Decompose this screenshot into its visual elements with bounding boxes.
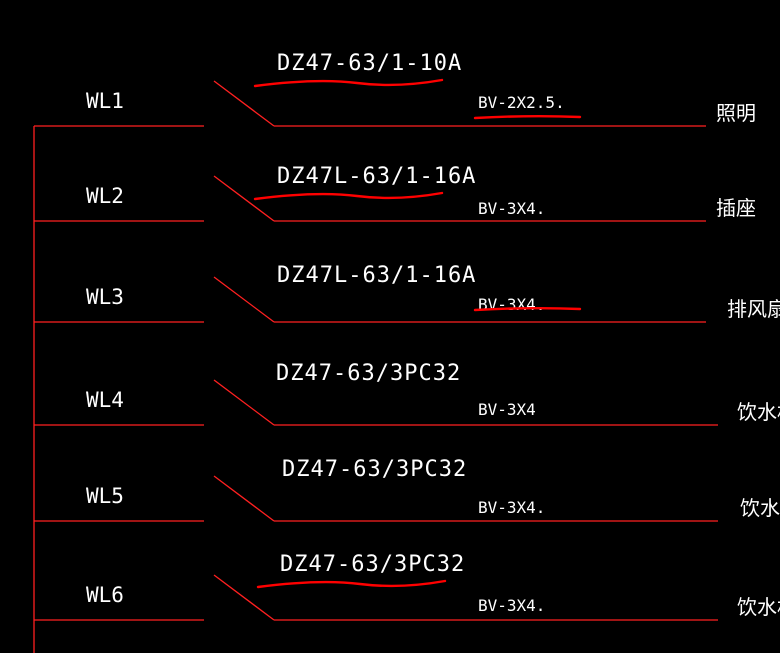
cable-spec-label: BV-2X2.5. [478,93,565,112]
markup-underline [256,579,447,589]
markup-underline [473,115,582,120]
breaker-spec-label: DZ47L-63/1-16A [277,164,476,189]
markup-underline [473,307,582,312]
cable-spec-label: BV-3X4 [478,400,536,419]
circuit-list: WL1DZ47-63/1-10ABV-2X2.5.照明WL2DZ47L-63/1… [34,51,780,621]
breaker-spec-label: DZ47-63/3PC32 [282,457,467,482]
breaker-contact [213,175,275,222]
cable-spec-label: BV-3X4. [478,596,545,615]
breaker-contact [213,80,275,127]
circuit-id-label: WL6 [86,583,124,607]
breaker-spec-label: DZ47-63/3PC32 [280,552,465,577]
load-name-label: 插座 [716,196,756,220]
load-name-label: 饮水机 [737,595,780,619]
cable-spec-label: BV-3X4. [478,199,545,218]
circuit-wl1: WL1 DZ47-63/1-10A BV-2X2.5. 照明 [34,51,756,127]
breaker-contact [213,276,275,323]
breaker-contact [213,379,275,426]
load-name-label: 排风扇 [727,297,780,321]
circuit-id-label: WL1 [86,89,124,113]
circuit-id-label: WL3 [86,285,124,309]
circuit-id-label: WL4 [86,388,124,412]
markup-underline [253,78,444,88]
load-name-label: 饮水机 [740,496,780,520]
markup-underline [253,191,444,201]
load-name-label: 照明 [716,101,756,125]
load-name-label: 饮水机 [737,400,780,424]
circuit-id-label: WL2 [86,184,124,208]
breaker-spec-label: DZ47-63/3PC32 [276,361,461,386]
circuit-id-label: WL5 [86,484,124,508]
breaker-contact [213,475,275,522]
breaker-spec-label: DZ47-63/1-10A [277,51,462,76]
cable-spec-label: BV-3X4. [478,295,545,314]
breaker-spec-label: DZ47L-63/1-16A [277,263,476,288]
breaker-contact [213,574,275,621]
cable-spec-label: BV-3X4. [478,498,545,517]
